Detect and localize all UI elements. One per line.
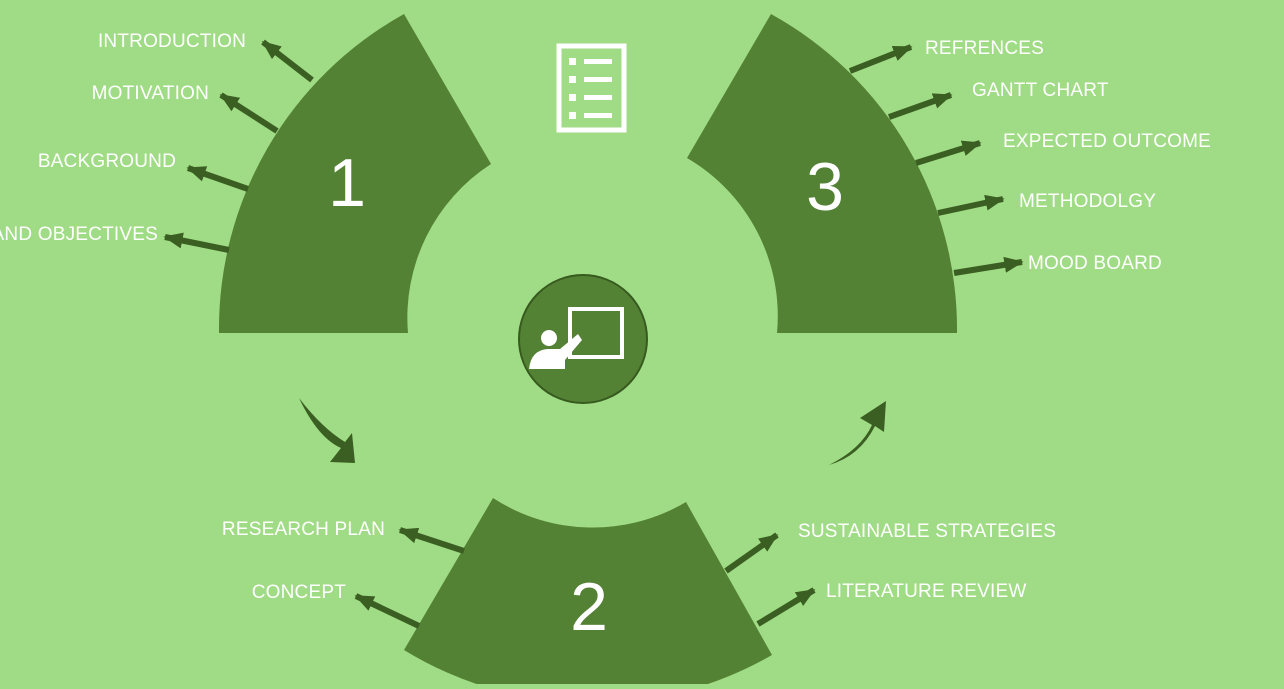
label-sustainable-strategies: SUSTAINABLE STRATEGIES — [798, 521, 1056, 542]
arrow-expected-outcome — [915, 140, 982, 166]
checklist-icon — [556, 43, 627, 133]
label-methodolgy: METHODOLGY — [1019, 191, 1156, 212]
segment-1-labels: INTRODUCTION MOTIVATION BACKGROUND AIMS … — [0, 31, 246, 245]
arrow-motivation — [219, 92, 279, 134]
arrow-literature-review — [756, 587, 816, 627]
segment-2-shape — [404, 498, 772, 689]
label-aims-objectives: AIMS AND OBJECTIVES — [0, 224, 158, 245]
segment-2-arrows — [354, 527, 816, 629]
arrow-gantt-chart — [887, 92, 953, 120]
flow-arrow-1-to-2 — [299, 398, 355, 463]
label-expected-outcome: EXPECTED OUTCOME — [1003, 131, 1211, 152]
arrow-sustainable-strategies — [724, 532, 779, 574]
label-refrences: REFRENCES — [925, 38, 1044, 59]
label-background: BACKGROUND — [38, 151, 176, 172]
arrow-mood-board — [953, 256, 1024, 276]
label-introduction: INTRODUCTION — [98, 31, 246, 52]
segment-3-number: 3 — [806, 149, 844, 225]
label-research-plan: RESEARCH PLAN — [222, 519, 385, 540]
segment-3-arrows — [848, 44, 1024, 276]
segment-2-labels: RESEARCH PLAN CONCEPT SUSTAINABLE STRATE… — [222, 519, 1056, 603]
segment-2-number: 2 — [570, 569, 608, 645]
segment-3-labels: REFRENCES GANTT CHART EXPECTED OUTCOME M… — [925, 38, 1211, 274]
arrow-background — [186, 165, 249, 192]
segment-2: 2 — [404, 498, 772, 689]
label-gantt-chart: GANTT CHART — [972, 80, 1109, 101]
label-literature-review: LITERATURE REVIEW — [826, 581, 1026, 602]
arrow-concept — [354, 593, 421, 629]
arrow-refrences — [848, 44, 913, 74]
segment-1-arrows — [163, 39, 314, 253]
segment-1: 1 — [218, 14, 491, 333]
segment-1-number: 1 — [328, 145, 366, 221]
segment-3-shape — [687, 14, 958, 333]
flow-arrow-2-to-3 — [829, 401, 886, 465]
segment-3: 3 — [687, 14, 958, 333]
label-motivation: MOTIVATION — [92, 83, 209, 104]
presentation-teacher-icon — [518, 274, 648, 404]
arrow-research-plan — [398, 527, 465, 554]
arrow-methodolgy — [937, 194, 1005, 216]
arrow-introduction — [261, 39, 314, 83]
label-mood-board: MOOD BOARD — [1028, 253, 1162, 274]
segment-1-shape — [218, 14, 491, 333]
label-concept: CONCEPT — [252, 582, 346, 603]
arrow-aims-objectives — [163, 232, 230, 253]
